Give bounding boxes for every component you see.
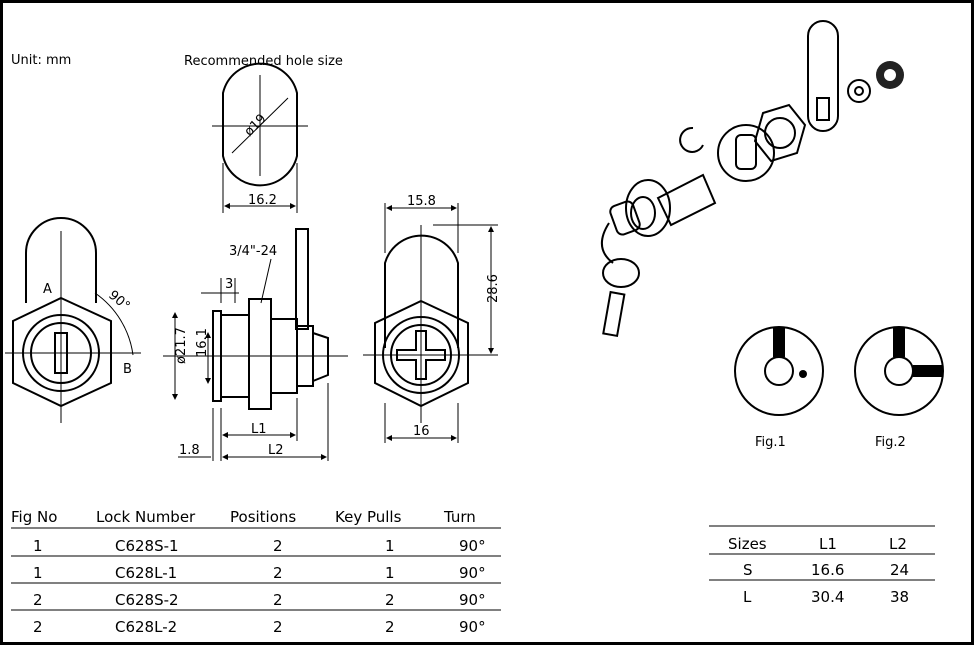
lock-cell: C628S-2 xyxy=(115,591,179,609)
lock-cell: 2 xyxy=(33,618,43,636)
lock-cell: C628S-1 xyxy=(115,537,179,555)
dim-15-8-label: 15.8 xyxy=(407,194,436,209)
drawing-sheet: Unit: mm Recommended hole size 16.2 ø19 … xyxy=(3,3,971,642)
size-header-l1: L1 xyxy=(819,535,837,553)
rear-view: 15.8 28.6 16 xyxy=(363,194,501,443)
lock-cell: 2 xyxy=(385,591,395,609)
hole-view: 16.2 ø19 xyxy=(212,62,308,213)
fig1-diagram: Fig.1 xyxy=(734,326,824,450)
lock-cell: 2 xyxy=(33,591,43,609)
fig2-diagram: Fig.2 xyxy=(854,326,944,450)
hole-width-label: 16.2 xyxy=(248,193,277,208)
lock-cell: 1 xyxy=(385,564,395,582)
lock-cell: 2 xyxy=(273,564,283,582)
dim-28-6-label: 28.6 xyxy=(486,274,501,303)
size-header-sizes: Sizes xyxy=(728,535,767,553)
dim-l1-label: L1 xyxy=(251,422,267,437)
side-view: 3 3/4"-24 16.1 ø21.7 L1 L2 1.8 xyxy=(163,228,348,461)
lock-cell: 90° xyxy=(459,537,486,555)
angle-label: 90° xyxy=(105,288,132,314)
hole-title: Recommended hole size xyxy=(184,54,343,69)
lock-header-positions: Positions xyxy=(230,508,296,526)
dim-21-7-label: ø21.7 xyxy=(174,327,189,364)
lock-cell: 90° xyxy=(459,564,486,582)
exploded-view xyxy=(601,20,904,338)
dim-16-label: 16 xyxy=(413,424,430,439)
lock-cell: 1 xyxy=(385,537,395,555)
dim-3-label: 3 xyxy=(225,277,233,292)
dim-l2-label: L2 xyxy=(268,443,284,458)
size-cell: 38 xyxy=(890,588,909,606)
lock-cell: 1 xyxy=(33,564,43,582)
size-cell: 24 xyxy=(890,561,909,579)
size-cell: S xyxy=(743,561,753,579)
lock-cell: C628L-1 xyxy=(115,564,177,582)
lock-cell: 1 xyxy=(33,537,43,555)
pos-a-label: A xyxy=(43,282,52,297)
fig1-label: Fig.1 xyxy=(755,435,786,450)
size-cell: L xyxy=(743,588,752,606)
hole-dia-label: ø19 xyxy=(242,112,270,140)
technical-drawing: Unit: mm Recommended hole size 16.2 ø19 … xyxy=(5,20,944,636)
front-view: A B 90° xyxy=(5,217,141,423)
lock-cell: 2 xyxy=(273,618,283,636)
lock-header-keypulls: Key Pulls xyxy=(335,508,402,526)
lock-table: Fig No Lock Number Positions Key Pulls T… xyxy=(11,508,501,636)
lock-cell: 90° xyxy=(459,618,486,636)
dim-16-1-label: 16.1 xyxy=(195,328,210,357)
unit-label: Unit: mm xyxy=(11,53,71,68)
size-cell: 16.6 xyxy=(811,561,844,579)
lock-cell: 90° xyxy=(459,591,486,609)
lock-header-fig: Fig No xyxy=(11,508,57,526)
thread-label: 3/4"-24 xyxy=(229,244,277,259)
lock-cell: 2 xyxy=(273,591,283,609)
fig2-label: Fig.2 xyxy=(875,435,906,450)
lock-header-turn: Turn xyxy=(443,508,476,526)
size-table: Sizes L1 L2 S 16.6 24 L 30.4 38 xyxy=(709,525,935,606)
lock-header-number: Lock Number xyxy=(96,508,196,526)
pos-b-label: B xyxy=(123,362,132,377)
size-header-l2: L2 xyxy=(889,535,907,553)
size-cell: 30.4 xyxy=(811,588,844,606)
lock-cell: C628L-2 xyxy=(115,618,177,636)
dim-1-8-label: 1.8 xyxy=(179,443,200,458)
lock-cell: 2 xyxy=(273,537,283,555)
lock-cell: 2 xyxy=(385,618,395,636)
